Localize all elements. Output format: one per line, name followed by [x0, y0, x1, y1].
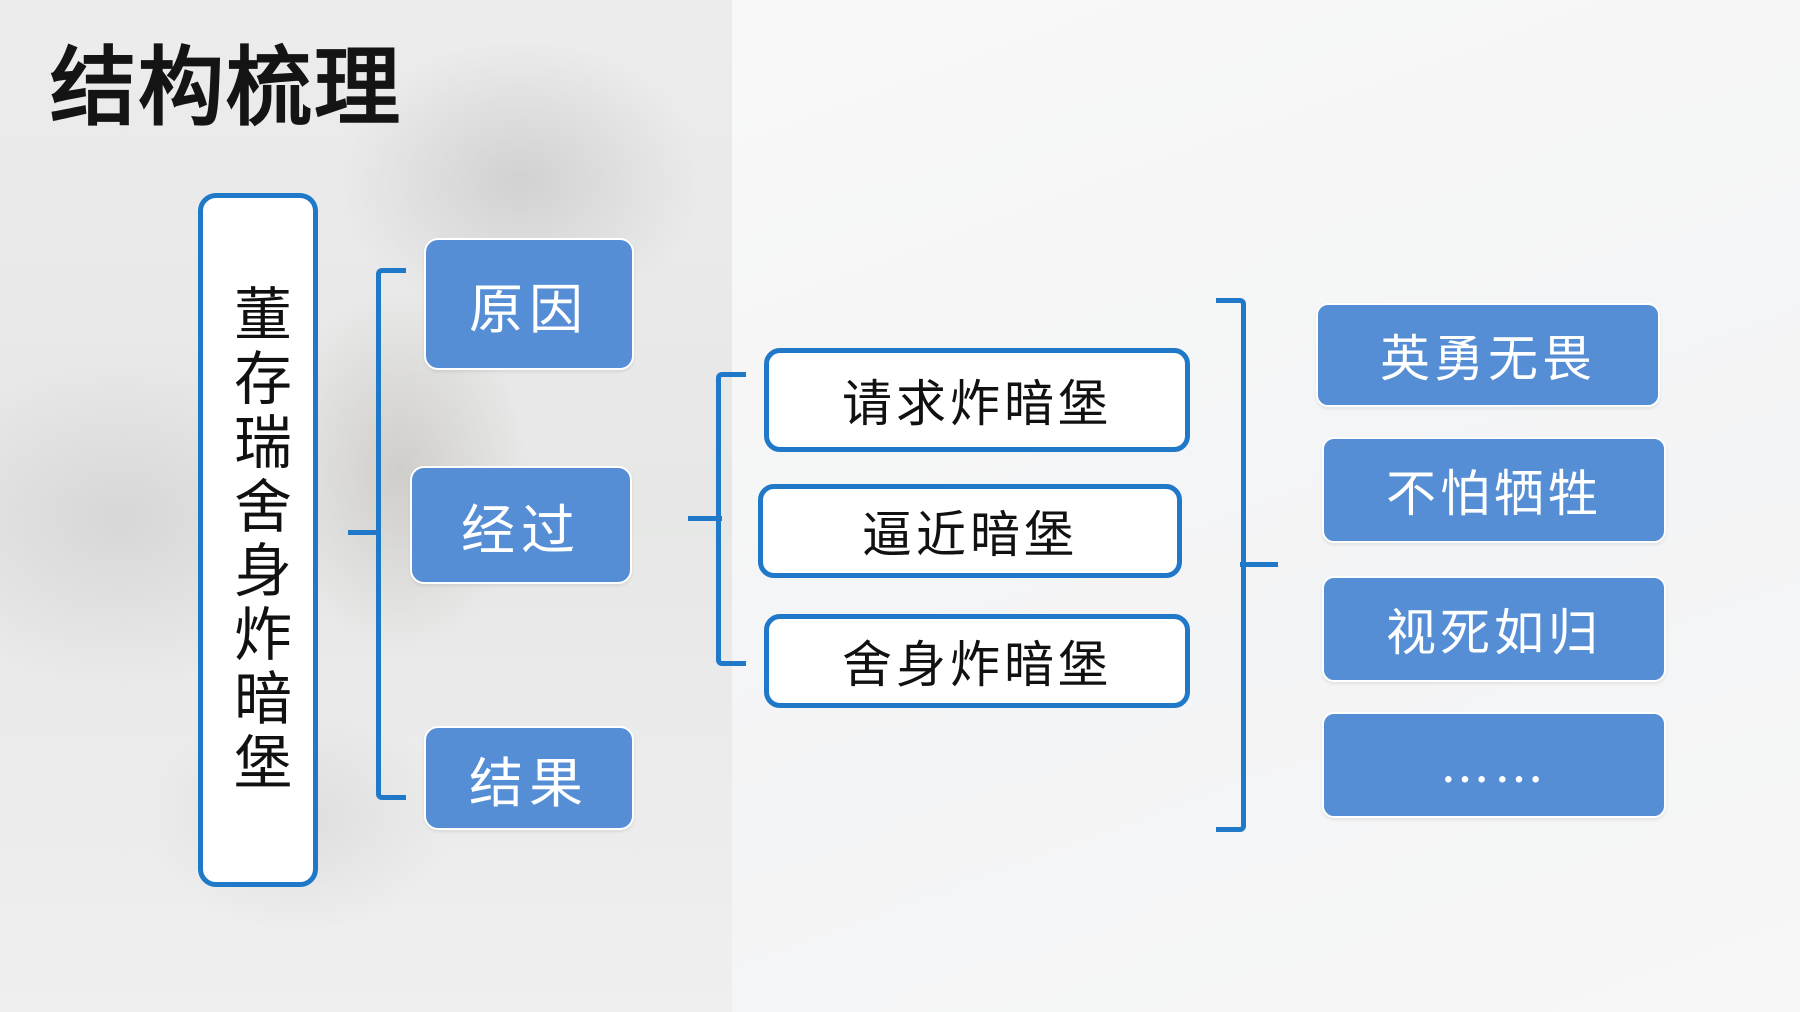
section-label-reason: 原因 [469, 277, 589, 341]
main-topic-text: 董存瑞舍身炸暗堡 [224, 284, 292, 796]
step-box-request: 请求炸暗堡 [764, 348, 1190, 452]
trait-label-brave: 英勇无畏 [1380, 330, 1596, 388]
bracket-connector-traits [1240, 562, 1278, 567]
bracket-process-steps [716, 372, 746, 666]
section-box-reason: 原因 [424, 238, 634, 370]
bracket-connector-process [688, 516, 722, 521]
section-box-result: 结果 [424, 726, 634, 830]
trait-box-fearless: 不怕牺牲 [1322, 437, 1666, 543]
slide-title: 结构梳理 [50, 38, 402, 138]
bracket-sections [376, 268, 406, 800]
trait-label-ellipsis: …… [1440, 736, 1548, 794]
section-box-process: 经过 [410, 466, 632, 584]
trait-box-brave: 英勇无畏 [1316, 303, 1660, 407]
step-label-approach: 逼近暗堡 [862, 506, 1078, 564]
trait-label-fearless: 不怕牺牲 [1386, 465, 1602, 523]
section-label-result: 结果 [469, 751, 589, 815]
trait-box-death-as-home: 视死如归 [1322, 576, 1666, 682]
step-box-approach: 逼近暗堡 [758, 484, 1182, 578]
step-label-sacrifice: 舍身炸暗堡 [842, 636, 1112, 694]
trait-label-death-as-home: 视死如归 [1386, 604, 1602, 662]
step-label-request: 请求炸暗堡 [842, 375, 1112, 433]
section-label-process: 经过 [461, 498, 581, 562]
trait-box-ellipsis: …… [1322, 712, 1666, 818]
step-box-sacrifice: 舍身炸暗堡 [764, 614, 1190, 708]
main-topic-box: 董存瑞舍身炸暗堡 [198, 193, 318, 887]
bracket-connector-main [348, 530, 380, 535]
